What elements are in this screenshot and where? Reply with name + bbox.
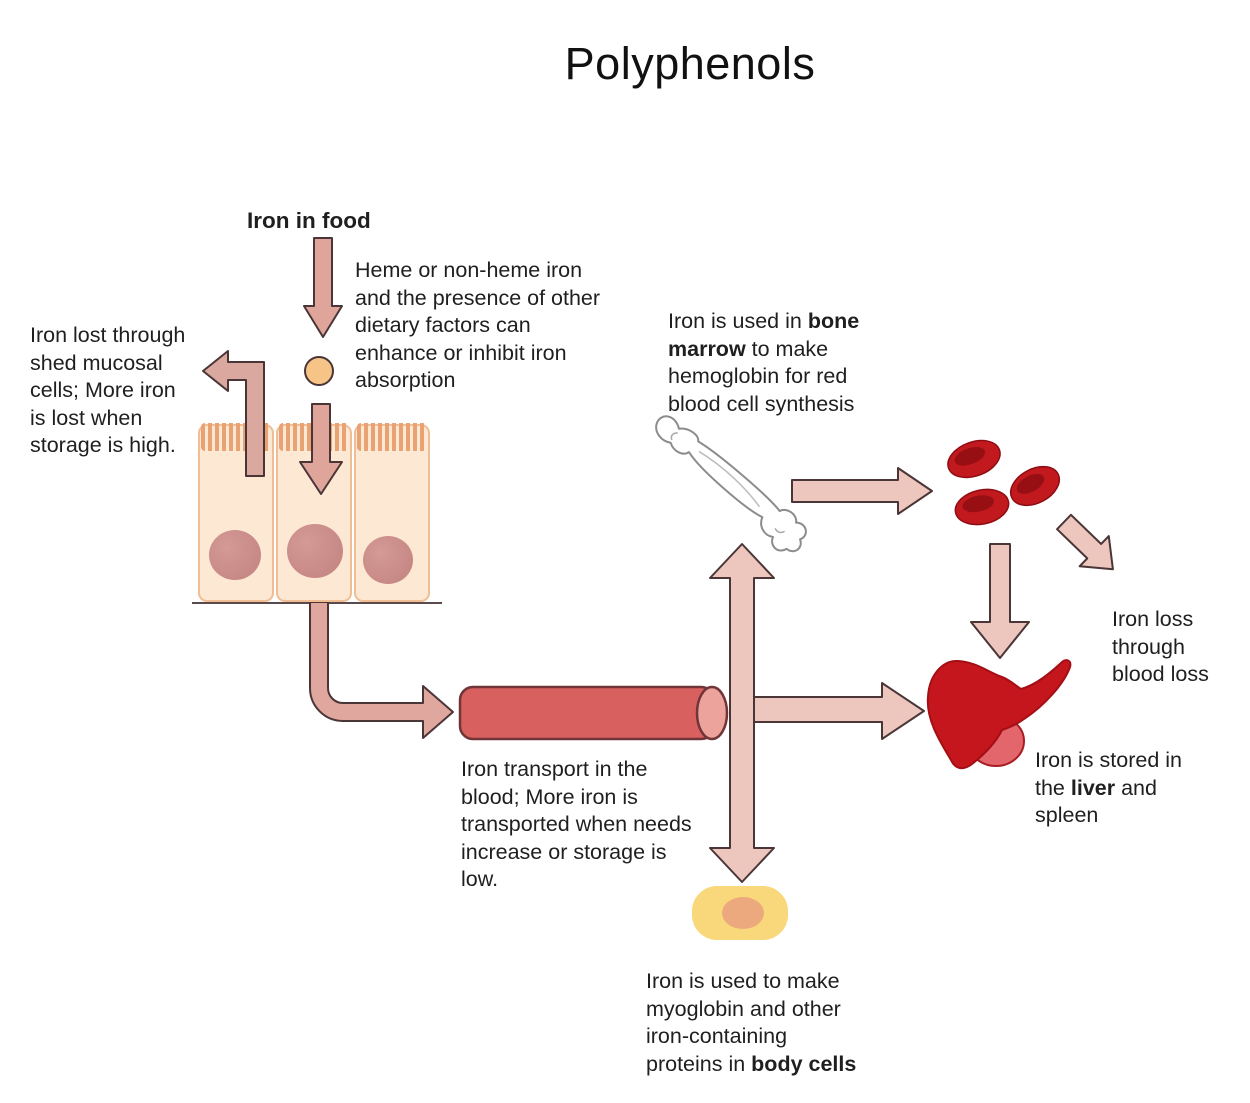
cell-nucleus-icon (287, 524, 343, 578)
text-heme-factors: Heme or non-heme iron and the presence o… (355, 258, 601, 392)
bone-icon (655, 415, 807, 553)
arrow-right-rbc-icon (791, 467, 933, 515)
mucosal-cell (354, 423, 430, 602)
arrow-right-liver-icon (751, 682, 925, 740)
cell-nucleus-icon (209, 530, 261, 580)
label-iron-in-food: Iron in food (247, 208, 371, 233)
text-mucosal-loss: Iron lost through shed mucosal cells; Mo… (30, 323, 186, 457)
arrow-down-liver-icon (970, 543, 1030, 659)
brush-border-icon (357, 423, 427, 451)
arrow-curved-right-icon (309, 601, 454, 739)
mucosal-cells-icon (198, 423, 438, 604)
blood-vessel-icon (458, 685, 729, 741)
cell-nucleus-icon (363, 536, 413, 584)
body-cell-nucleus-icon (722, 897, 764, 929)
arrow-bent-left-icon (202, 350, 265, 477)
arrow-diagonal-blood-loss-icon (1056, 513, 1114, 571)
text-iron-storage: Iron is stored in the liver and spleen (1035, 748, 1182, 827)
red-blood-cells-icon (947, 439, 1061, 526)
liver-icon (926, 659, 1072, 770)
text-blood-loss: Iron loss through blood loss (1112, 607, 1209, 686)
text-iron-transport: Iron transport in the blood; More iron i… (461, 757, 692, 891)
page-title: Polyphenols (564, 38, 816, 89)
text-bone-marrow: Iron is used in bone marrow to make hemo… (668, 309, 860, 416)
iron-particle-icon (304, 356, 334, 386)
arrow-down-cell-icon (299, 403, 343, 495)
body-cell-icon (692, 886, 788, 940)
text-body-cells: Iron is used to make myoglobin and other… (646, 969, 857, 1076)
arrow-vertical-double-icon (709, 543, 775, 883)
arrow-down-food-icon (303, 237, 343, 338)
